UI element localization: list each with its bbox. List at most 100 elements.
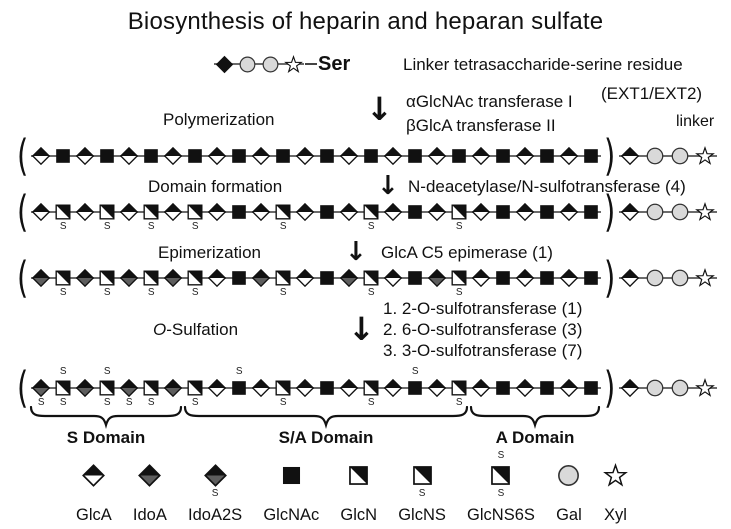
sulfate-mark: S xyxy=(103,397,111,408)
close-bracket: ) xyxy=(604,363,616,413)
sulfate-mark: S xyxy=(418,488,426,499)
glcns-unit: S xyxy=(140,366,162,410)
sulfate-mark: S xyxy=(455,287,463,298)
gal-unit xyxy=(643,190,668,234)
domain-brace xyxy=(183,406,469,429)
idoa-icon xyxy=(137,462,162,488)
glcnac-unit xyxy=(404,134,426,178)
glcnac-unit xyxy=(228,256,250,300)
close-bracket: ) xyxy=(604,187,616,237)
gal-unit xyxy=(643,366,668,410)
idoa-unit xyxy=(162,366,184,410)
down-arrow-icon: ↓ xyxy=(377,171,399,201)
glca-unit xyxy=(470,190,492,234)
gal-unit xyxy=(668,134,693,178)
sulfate-mark: S xyxy=(59,397,67,408)
enzyme-6ost: 2. 6-O-sulfotransferase (3) xyxy=(383,320,583,339)
glca-unit xyxy=(206,134,228,178)
legend-item-glcns: S GlcNS xyxy=(398,450,446,525)
sulfate-mark: S xyxy=(37,397,45,408)
open-bracket: ( xyxy=(16,363,29,413)
glcns6s-icon xyxy=(488,462,513,488)
glca-unit xyxy=(382,256,404,300)
idoa-unit xyxy=(338,256,360,300)
glcnac-unit xyxy=(52,134,74,178)
gal-unit xyxy=(668,366,693,410)
glcns-unit: S xyxy=(52,256,74,300)
idoa-unit xyxy=(426,256,448,300)
glcnac-unit xyxy=(492,366,514,410)
legend-item-idoa: IdoA xyxy=(133,450,167,525)
glcnac-unit xyxy=(140,134,162,178)
sulfate-mark: S xyxy=(497,450,505,461)
sulfate-mark: S xyxy=(455,221,463,232)
sa-domain-label: S/A Domain xyxy=(278,428,374,447)
glcnac-unit xyxy=(316,366,338,410)
step-label-o-sulfation: O-Sulfation xyxy=(153,320,238,340)
sulfate-mark: S xyxy=(367,397,375,408)
chain-line xyxy=(31,211,602,213)
glca-unit xyxy=(514,190,536,234)
glcnac-unit xyxy=(580,134,602,178)
glca-unit xyxy=(426,366,448,410)
gal-unit xyxy=(236,50,259,78)
page-title: Biosynthesis of heparin and heparan sulf… xyxy=(127,8,604,35)
enzyme-2ost: 1. 2-O-sulfotransferase (1) xyxy=(383,299,583,318)
glca-unit xyxy=(118,190,140,234)
glca-unit xyxy=(558,256,580,300)
domain-brace xyxy=(469,406,601,429)
chain-n-sulfated: ( S S S S S xyxy=(15,187,718,237)
glca-unit xyxy=(514,366,536,410)
gal-unit xyxy=(643,256,668,300)
glca-unit xyxy=(206,366,228,410)
legend-label: GlcA xyxy=(76,506,112,524)
glcnac6s-unit: S xyxy=(228,366,250,410)
sulfate-mark: S xyxy=(497,488,505,499)
glca-unit xyxy=(250,134,272,178)
glca-unit xyxy=(30,134,52,178)
o-italic: O xyxy=(153,320,167,339)
glca-unit xyxy=(206,190,228,234)
glcnac-unit xyxy=(492,256,514,300)
glcns-unit: S xyxy=(96,190,118,234)
sulfate-mark: S xyxy=(59,287,67,298)
glcns-unit: S xyxy=(448,190,470,234)
legend-label: Gal xyxy=(556,506,582,524)
sulfate-mark: S xyxy=(235,366,243,377)
glca-unit xyxy=(294,256,316,300)
idoa-unit xyxy=(74,366,96,410)
glca-unit xyxy=(338,366,360,410)
glca-unit xyxy=(470,256,492,300)
glca-unit xyxy=(294,366,316,410)
symbol-legend: GlcA IdoA S IdoA2S GlcNAc xyxy=(76,450,628,525)
glcns-unit: S xyxy=(272,256,294,300)
glcns-unit: S xyxy=(52,190,74,234)
glcnac-icon xyxy=(279,462,304,488)
glcnac6s-unit: S xyxy=(404,366,426,410)
sulfate-mark: S xyxy=(279,287,287,298)
glca-unit xyxy=(206,256,228,300)
step-label-polymerization: Polymerization xyxy=(163,110,275,129)
glcnac-unit xyxy=(404,256,426,300)
domain-brace xyxy=(29,406,183,429)
legend-label: GlcNS6S xyxy=(467,506,535,524)
xyl-unit xyxy=(693,134,718,178)
glca-unit xyxy=(558,366,580,410)
glcnac-unit xyxy=(96,134,118,178)
idoa2s-unit: S xyxy=(118,366,140,410)
glcnac-unit xyxy=(316,134,338,178)
xyl-unit xyxy=(282,50,305,78)
glcns-unit: S xyxy=(184,256,206,300)
chain-line xyxy=(618,211,717,213)
sulfate-mark: S xyxy=(103,287,111,298)
a-domain-label: A Domain xyxy=(495,428,575,447)
xyl-unit xyxy=(693,256,718,300)
idoa-unit xyxy=(118,256,140,300)
idoa-unit xyxy=(74,256,96,300)
sulfate-mark: S xyxy=(191,287,199,298)
glca-unit xyxy=(514,134,536,178)
glcnac-unit xyxy=(272,134,294,178)
legend-label: GlcN xyxy=(340,506,378,524)
xyl-unit xyxy=(693,366,718,410)
